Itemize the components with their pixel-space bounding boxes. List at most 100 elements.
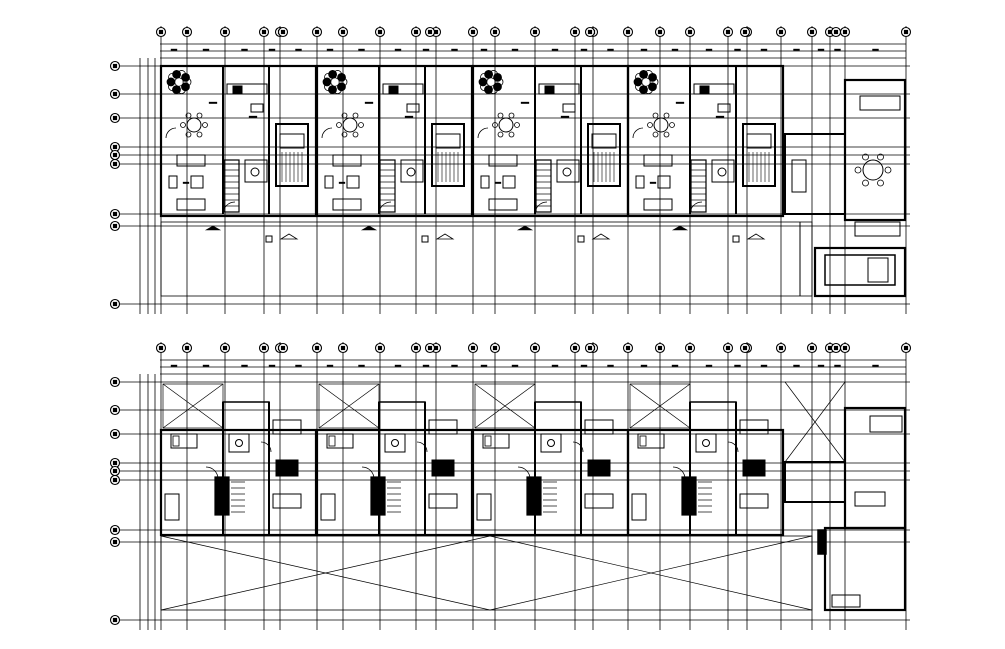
grid-bubble-mark [158,345,164,351]
upper-room [689,401,737,431]
column-grid-bubble [424,342,436,354]
grid-bubble-mark [314,29,320,35]
stove [699,85,710,94]
car-windshield [435,133,461,149]
dining-chair [185,112,192,119]
dimension-text-mark [241,364,248,367]
grid-bubble-mark [427,345,433,351]
dimension-text-mark [872,364,879,367]
column-grid-bubble [467,342,479,354]
grid-bubble-mark [112,527,118,533]
car-symbol [275,123,309,187]
grid-bubble-mark [158,29,164,35]
column-grid-bubble [410,26,422,38]
grid-bubble-mark [657,29,663,35]
grid-bubble-mark [112,539,118,545]
grid-bubble-mark [725,345,731,351]
car-windshield [867,257,889,283]
column-grid-bubble [739,26,751,38]
stair [698,481,712,513]
grid-bubble-mark [532,29,538,35]
tree-leaf [328,69,338,79]
column-marker [421,235,429,243]
row-grid-bubble [109,149,121,161]
grid-bubble-mark [809,29,815,35]
sofa [488,154,518,167]
column-grid-bubble [410,342,422,354]
dining-chair [196,112,203,119]
column-grid-bubble [337,26,349,38]
entry-arrow [279,233,299,240]
room-label [364,101,374,104]
stair-void [275,459,299,477]
door-swing [517,466,531,480]
sofa [643,154,673,167]
door-swing [416,441,428,453]
bed [739,493,769,509]
stair-outline [379,159,396,213]
column-marker [732,235,740,243]
dimension-text-mark [268,48,276,51]
bed [320,493,336,521]
grid-bubble-mark [492,29,498,35]
dining-chair [492,122,498,128]
column-grid-bubble [722,26,734,38]
stair-core [817,529,827,555]
ground-floor-unit [315,64,474,243]
wash-basin [547,439,555,447]
void-cross [162,383,224,429]
column-grid-bubble [311,26,323,38]
sofa [791,159,807,193]
column-grid-bubble [569,26,581,38]
toilet [406,167,416,177]
dining-chair [352,112,359,119]
tree-symbol [322,69,348,95]
sofa [176,154,206,167]
dimension-text-mark [671,364,679,367]
dimension-text-mark [760,48,768,51]
dimension-text-mark [793,364,800,367]
column-grid-bubble [839,26,851,38]
void-outline [629,383,691,429]
column-grid-bubble [584,26,596,38]
dimension-text-mark [480,364,488,367]
grid-bubble-mark [833,29,839,35]
sofa [332,154,362,167]
unit-wall [471,428,630,537]
room-label [494,181,502,184]
bathroom [695,433,717,453]
dining-table [498,117,514,133]
dimension-text-mark [511,364,519,367]
site-boundary [160,221,813,297]
toilet [562,167,572,177]
grid-bubble-mark [112,63,118,69]
sofa [176,198,206,211]
tree-leaf [172,69,182,79]
stair-void [587,459,611,477]
dining-chair [663,131,670,138]
grid-bubble-mark [809,345,815,351]
car-body [431,123,465,187]
dimension-text-mark [834,364,841,367]
dimension-text-mark [422,364,430,367]
sofa [831,594,861,608]
stair [854,221,901,237]
column-grid-bubble [155,26,167,38]
column-grid-bubble [622,26,634,38]
dimension-text-mark [358,48,365,51]
car-body [824,254,896,286]
stair-core [681,476,697,516]
armchair [635,175,645,189]
grid-bubble-mark [112,115,118,121]
stair-outline [223,159,240,213]
door-swing [689,201,703,215]
column-grid-bubble [277,26,289,38]
grid-bubble-mark [572,29,578,35]
bathroom [244,159,268,183]
grid-bubble-mark [742,345,748,351]
ground-floor-unit [471,64,630,243]
stair [231,481,245,513]
door-swing [672,466,686,480]
column-grid-bubble [622,342,634,354]
dimension-text-mark [295,364,302,367]
